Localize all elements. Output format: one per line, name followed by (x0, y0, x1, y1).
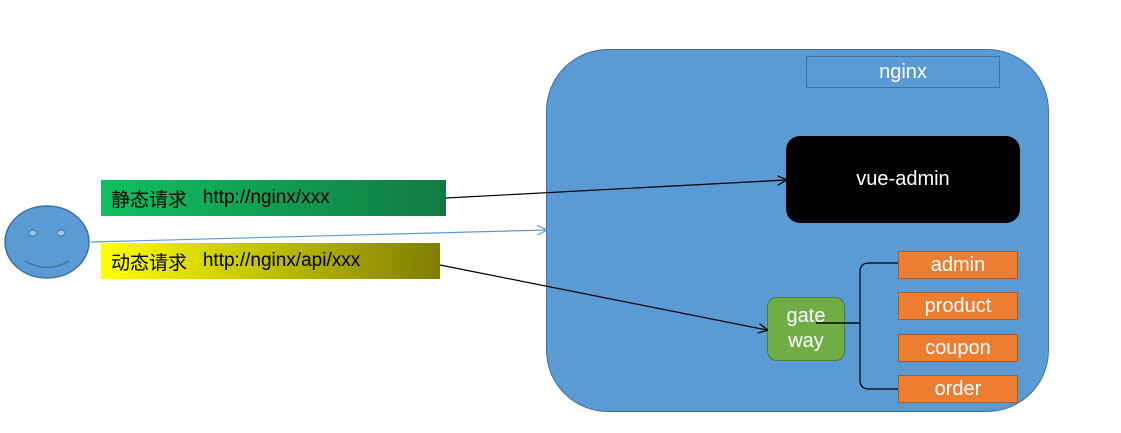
static-request-label: 静态请求 http://nginx/xxx (101, 180, 446, 216)
gateway-box: gate way (767, 297, 845, 361)
user-to-nginx-arrow (90, 230, 546, 243)
static-request-name: 静态请求 (111, 189, 188, 211)
static-arrow (445, 180, 786, 199)
gateway-label-line1: gate (786, 305, 826, 327)
dynamic-request-url: http://nginx/api/xxx (202, 250, 361, 271)
dynamic-request-label: 动态请求 http://nginx/api/xxx (101, 243, 440, 279)
dynamic-request-name: 动态请求 (111, 252, 188, 274)
service-admin-label: admin (930, 253, 986, 276)
service-coupon-label: coupon (925, 336, 991, 359)
gateway-label-line2: way (788, 330, 824, 352)
vue-admin-box: vue-admin (786, 136, 1020, 223)
service-admin: admin (898, 251, 1018, 279)
vue-admin-label: vue-admin (856, 168, 950, 190)
user-smiley-icon (4, 205, 90, 279)
gateway-to-order-line (816, 322, 898, 390)
static-request-url: http://nginx/xxx (202, 187, 330, 208)
service-order: order (898, 375, 1018, 403)
gateway-to-admin-line (816, 262, 898, 324)
service-coupon: coupon (898, 334, 1018, 362)
dynamic-arrow (439, 264, 767, 330)
service-product: product (898, 292, 1018, 320)
nginx-label-text: nginx (879, 60, 927, 83)
service-product-label: product (924, 294, 992, 317)
service-order-label: order (934, 377, 982, 400)
nginx-label: nginx (806, 56, 1000, 88)
